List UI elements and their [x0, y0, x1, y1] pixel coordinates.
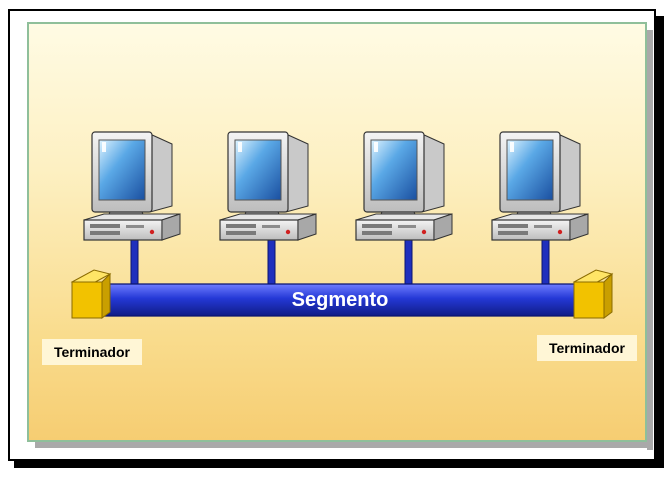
segment-label: Segmento: [291, 289, 389, 311]
drop-cable-1: [130, 232, 139, 290]
computer-icon: [491, 131, 589, 241]
computer-icon: [83, 131, 181, 241]
computer-icon: [219, 131, 317, 241]
computer-icon: [355, 131, 453, 241]
panel-shadow-bottom: [35, 442, 653, 448]
drop-cable-4: [541, 232, 550, 290]
terminator-left: [70, 269, 112, 319]
drop-cable-3: [404, 232, 413, 290]
panel-shadow-right: [647, 30, 653, 450]
terminator-right: [572, 269, 614, 319]
drop-cable-2: [267, 232, 276, 290]
terminator-left-label: Terminador: [42, 339, 142, 365]
terminator-right-label: Terminador: [537, 335, 637, 361]
